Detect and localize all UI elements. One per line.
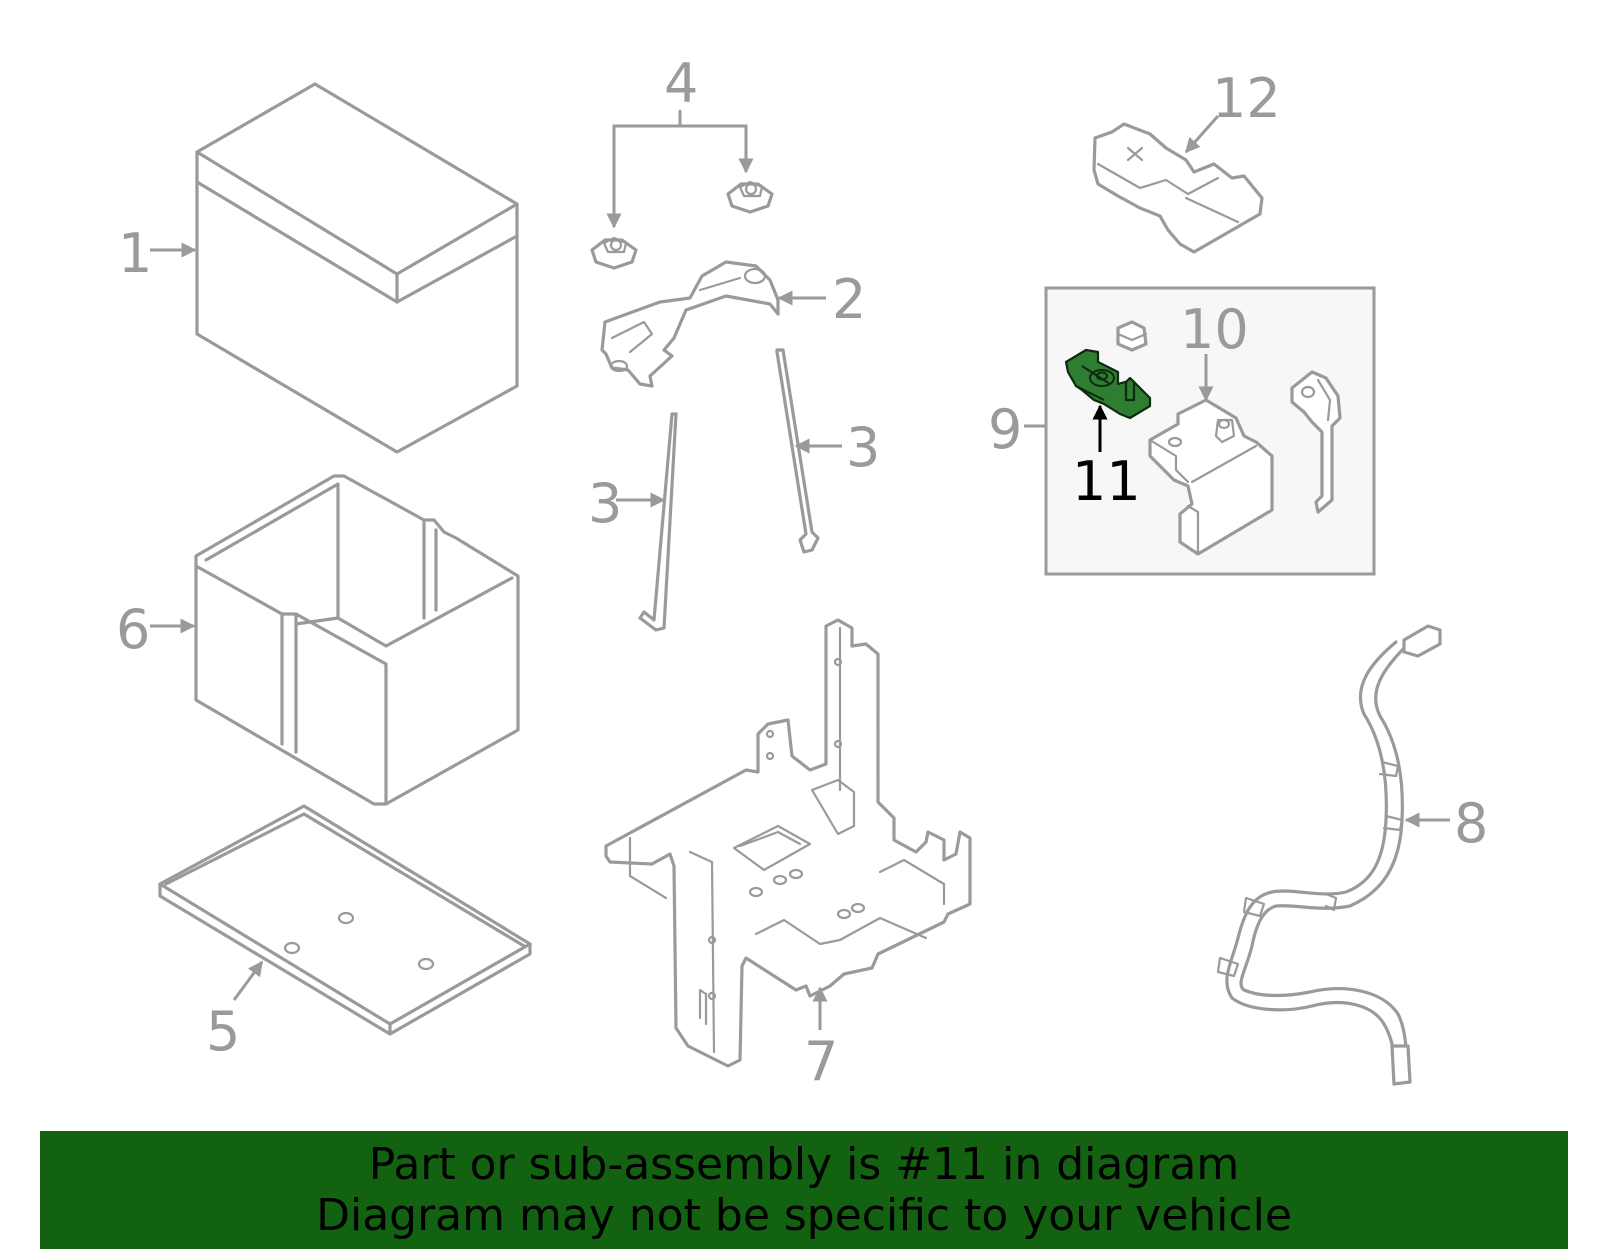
- nut-part-4[interactable]: [590, 180, 774, 270]
- label-2: 2: [832, 268, 866, 331]
- label-12: 12: [1212, 67, 1281, 130]
- label-7: 7: [804, 1030, 838, 1093]
- terminal-clip[interactable]: [1290, 370, 1342, 514]
- label-8: 8: [1454, 792, 1488, 855]
- terminal-part-11[interactable]: [1064, 348, 1152, 420]
- battery-tray-part-7[interactable]: [604, 618, 972, 1068]
- battery-part-1[interactable]: [195, 82, 519, 454]
- hold-down-rod-part-3b[interactable]: [775, 348, 820, 554]
- terminal-clamp-part-10[interactable]: [1148, 398, 1274, 556]
- battery-box-part-6[interactable]: [194, 474, 520, 806]
- leader-4: [612, 124, 754, 222]
- battery-cable-part-8[interactable]: [1216, 624, 1442, 1086]
- label-1: 1: [118, 222, 152, 285]
- tray-pad-part-5[interactable]: [158, 804, 532, 1036]
- hold-down-bracket-part-2[interactable]: [600, 260, 780, 388]
- label-9: 9: [988, 398, 1022, 461]
- info-banner: Part or sub-assembly is #11 in diagram D…: [40, 1131, 1568, 1249]
- label-3a: 3: [588, 472, 622, 535]
- banner-line-1: Part or sub-assembly is #11 in diagram: [368, 1139, 1240, 1190]
- leader-5: [232, 960, 264, 1001]
- label-6: 6: [116, 598, 150, 661]
- label-10: 10: [1180, 298, 1249, 361]
- label-11: 11: [1072, 450, 1141, 513]
- label-5: 5: [206, 1000, 240, 1063]
- hold-down-rod-part-3a[interactable]: [638, 412, 678, 632]
- terminal-nut[interactable]: [1116, 320, 1148, 352]
- label-4: 4: [664, 52, 698, 115]
- banner-line-2: Diagram may not be specific to your vehi…: [316, 1190, 1292, 1241]
- terminal-cover-part-12[interactable]: [1092, 122, 1264, 254]
- label-3b: 3: [846, 416, 880, 479]
- leader-12: [1184, 115, 1220, 154]
